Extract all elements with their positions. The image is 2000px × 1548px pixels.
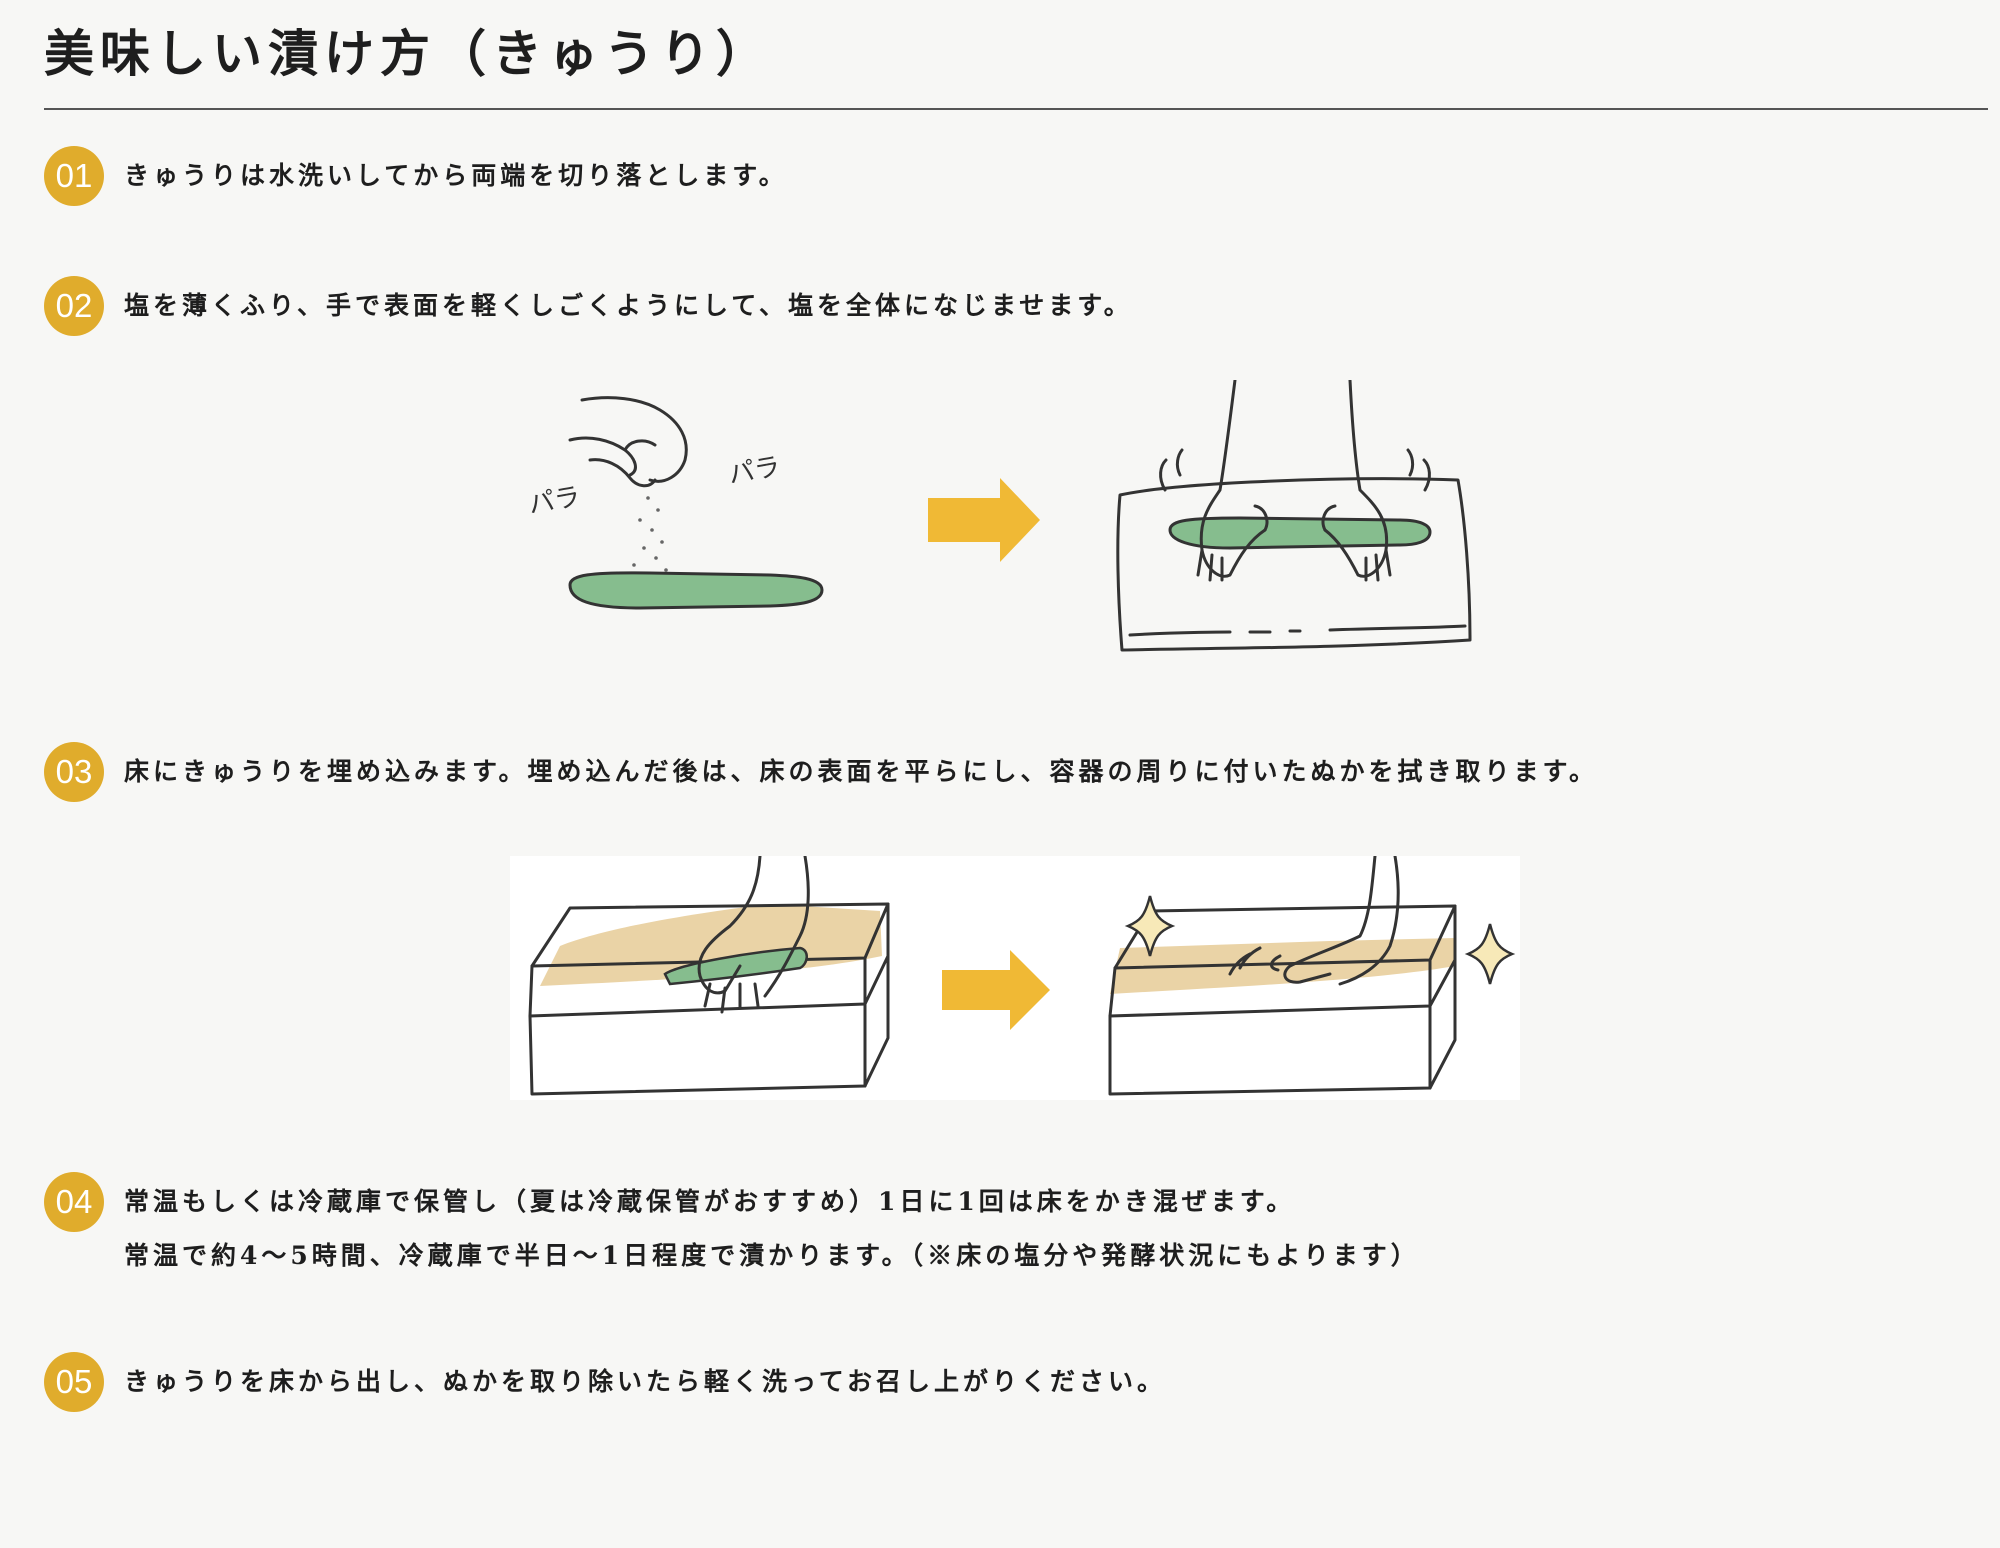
step-number-badge: 04 [44, 1172, 104, 1232]
page-title: 美味しい漬け方（きゅうり） [44, 24, 772, 83]
step-number-badge: 01 [44, 146, 104, 206]
step-number-badge: 03 [44, 742, 104, 802]
smoothing-hand-right [1228, 856, 1400, 986]
step-text: きゅうりを床から出し、ぬかを取り除いたら軽く洗ってお召し上がりください。 [124, 1367, 1167, 1396]
sprinkling-hand [568, 396, 688, 488]
arrow-icon [928, 478, 1040, 562]
cutting-board [1116, 477, 1472, 652]
step-text: 常温もしくは冷蔵庫で保管し（夏は冷蔵保管がおすすめ）1日に1回は床をかき混ぜます… [124, 1187, 1296, 1216]
step-number-badge: 02 [44, 276, 104, 336]
sparkle-icon [1124, 895, 1176, 957]
bran-box-right [1108, 904, 1457, 1096]
cucumber [568, 571, 824, 610]
title-divider [44, 108, 1988, 110]
step-text: 床にきゅうりを埋め込みます。埋め込んだ後は、床の表面を平らにし、容器の周りに付い… [124, 757, 1599, 786]
sparkle-icon [1464, 923, 1516, 985]
step-text: きゅうりは水洗いしてから両端を切り落とします。 [124, 161, 788, 190]
rolling-hands [1159, 380, 1431, 582]
step-text: 塩を薄くふり、手で表面を軽くしごくようにして、塩を全体になじませます。 [124, 291, 1133, 320]
salting-illustration: パラ パラ [530, 380, 1472, 652]
arrow-icon [942, 950, 1050, 1030]
step-number-badge: 05 [44, 1352, 104, 1412]
bran-box-left [528, 902, 890, 1096]
sound-effect-left: パラ [530, 482, 583, 521]
cucumber-on-board [1168, 516, 1432, 550]
pressing-hand-left [697, 856, 810, 1014]
pickling-illustration [528, 856, 1516, 1096]
sound-effect-right: パラ [726, 452, 782, 491]
step-text-note: 常温で約4～5時間、冷蔵庫で半日～1日程度で漬かります。（※床の塩分や発酵状況に… [124, 1241, 1420, 1270]
